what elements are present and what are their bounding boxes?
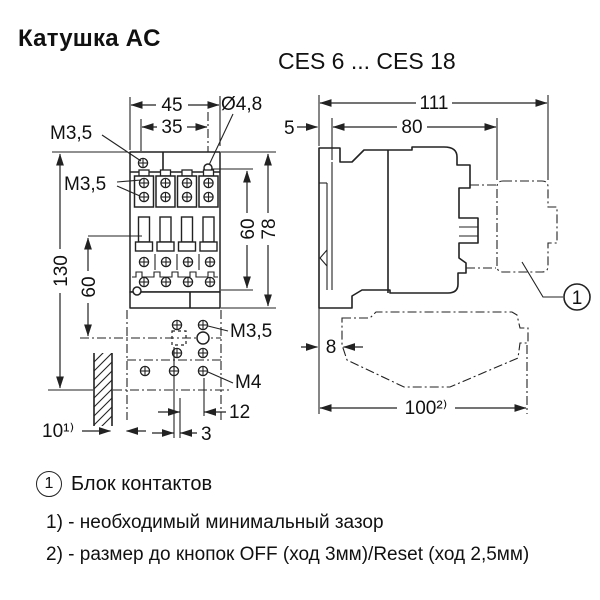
legend-callout-circle: 1 (36, 471, 62, 497)
dim-78: 78 (221, 151, 280, 309)
callout-m35-terminals: M3,5 (64, 174, 142, 197)
dim-35-label: 35 (161, 117, 182, 138)
mounting-square (171, 330, 187, 346)
m35-bottom-label: M3,5 (230, 321, 272, 342)
page-title: Катушка AC (18, 25, 161, 52)
callout-m35-top: M3,5 (50, 123, 142, 162)
dim-10-label: 10¹⁾ (42, 421, 74, 442)
dim-width-45: 45 (129, 95, 221, 150)
dim-12: 12 (158, 402, 250, 423)
hole-dia-label: Ø4,8 (221, 94, 262, 115)
aux-screw-row (138, 254, 216, 270)
dim-78-label: 78 (259, 218, 280, 239)
series-subtitle: CES 6 ... CES 18 (278, 48, 456, 74)
dim-60-right-label: 60 (238, 218, 259, 239)
contact-block-outline (466, 180, 558, 273)
dim-45-label: 45 (161, 95, 182, 116)
dim-height-130: 130 (48, 151, 128, 391)
legend-callout-text: Блок контактов (71, 472, 213, 495)
callout-m35-bottom: M3,5 (207, 321, 272, 342)
callout-circle (563, 283, 591, 311)
dim-8: 8 (301, 337, 363, 358)
dim-80: 80 (331, 117, 498, 180)
lower-comb (132, 271, 218, 288)
dim-5-label: 5 (284, 118, 295, 139)
legend-note-2: 2) - размер до кнопок OFF (ход 3мм)/Rese… (46, 544, 530, 565)
contactor-side-body (318, 146, 479, 309)
dim-gap-10: 10¹⁾ (42, 421, 146, 442)
legend-note-1: 1) - необходимый минимальный зазор (46, 512, 384, 533)
dim-100-label: 100²⁾ (405, 398, 448, 419)
callout-m4: M4 (207, 371, 262, 393)
dim-100: 100²⁾ (319, 398, 527, 419)
dim-3-label: 3 (201, 424, 212, 445)
dim-5: 5 (284, 118, 318, 139)
mounting-circle (196, 331, 210, 345)
dim-111-label: 111 (420, 93, 449, 114)
legend-callout-row: 1 Блок контактов (36, 471, 212, 497)
dim-8-label: 8 (326, 337, 337, 358)
callout-number: 1 (572, 288, 583, 309)
m35-top-label: M3,5 (50, 123, 92, 144)
relay-outline (341, 311, 529, 388)
callout-contact-block: 1 (521, 261, 591, 311)
dim-111: 111 (318, 93, 549, 180)
contactor-front-body (129, 151, 221, 309)
dim-60-left: 60 (79, 235, 142, 337)
dim-130-label: 130 (51, 255, 72, 287)
dim-80-label: 80 (401, 117, 422, 138)
m4-label: M4 (235, 372, 262, 393)
pilot-hole (132, 286, 142, 296)
dim-60-right: 60 (212, 168, 259, 291)
side-view: 111 80 5 8 100²⁾ 1 (284, 93, 591, 419)
dim-12-label: 12 (229, 402, 250, 423)
m35-terminals-label: M3,5 (64, 174, 106, 195)
wall-hatch (93, 353, 113, 426)
callout-hole-dia: Ø4,8 (208, 94, 262, 166)
dim-width-35: 35 (140, 117, 208, 151)
front-view: 45 35 Ø4,8 M3,5 M3,5 (42, 94, 280, 445)
dim-60-left-label: 60 (79, 276, 100, 297)
dim-3: 3 (152, 424, 212, 445)
